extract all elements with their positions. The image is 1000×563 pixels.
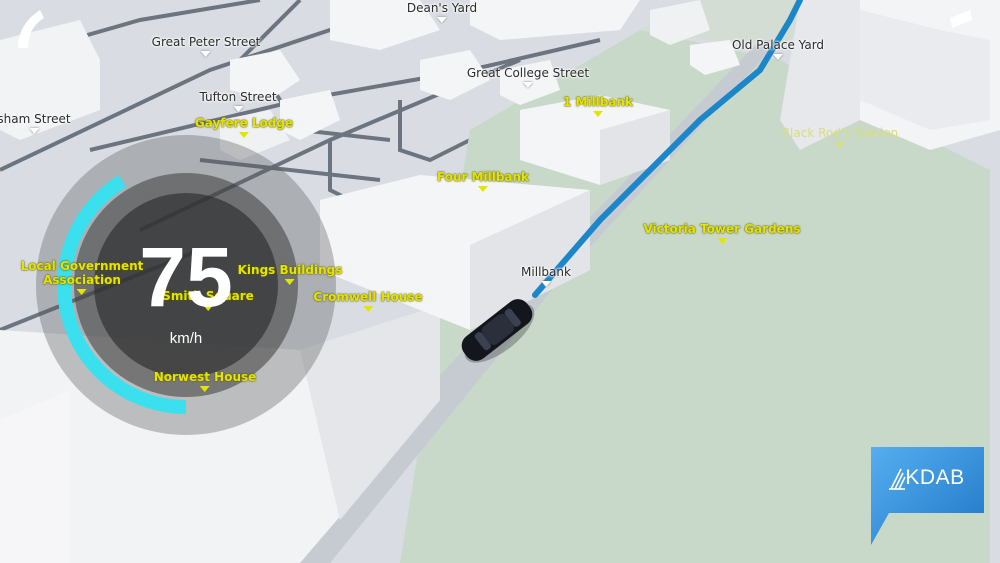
label-old-palace-yard: Old Palace Yard — [732, 38, 824, 60]
label-four-millbank: Four Millbank — [437, 170, 529, 192]
gauge-inner-disc — [94, 193, 278, 377]
label-kings-buildings: Kings Buildings — [238, 263, 342, 285]
label-norwest-house: Norwest House — [154, 370, 256, 392]
label-smith-square: Smith Square — [162, 289, 254, 311]
speed-unit: km/h — [169, 330, 203, 347]
speedometer: 75 km/h — [36, 135, 336, 435]
label-cromwell-house: Cromwell House — [313, 290, 423, 312]
car-icon[interactable] — [455, 293, 543, 373]
label-great-peter-street: Great Peter Street — [152, 35, 260, 57]
kdab-logo-text: KDAB — [905, 466, 965, 489]
gauge-speed-arc — [57, 175, 187, 414]
label-gayfere-lodge: Gayfere Lodge — [195, 116, 293, 138]
road-marking-decor — [18, 10, 972, 48]
speed-value: 75 — [139, 230, 233, 324]
label-victoria-tower-gardens: Victoria Tower Gardens — [643, 222, 801, 244]
label-marsham-street: sham Street — [0, 112, 71, 134]
kdab-logo — [871, 447, 984, 545]
label-millbank: Millbank — [521, 265, 571, 287]
route-line — [532, 0, 803, 298]
speed-gauge — [36, 135, 336, 435]
label-deans-yard: Dean's Yard — [407, 1, 477, 23]
kdab-mark-icon — [889, 468, 906, 490]
label-1-millbank: 1 Millbank — [563, 95, 633, 117]
label-black-rods-garden: Black Rod's Garden — [782, 126, 898, 148]
label-great-college-street: Great College Street — [467, 66, 589, 88]
label-tufton-street: Tufton Street — [199, 90, 277, 112]
